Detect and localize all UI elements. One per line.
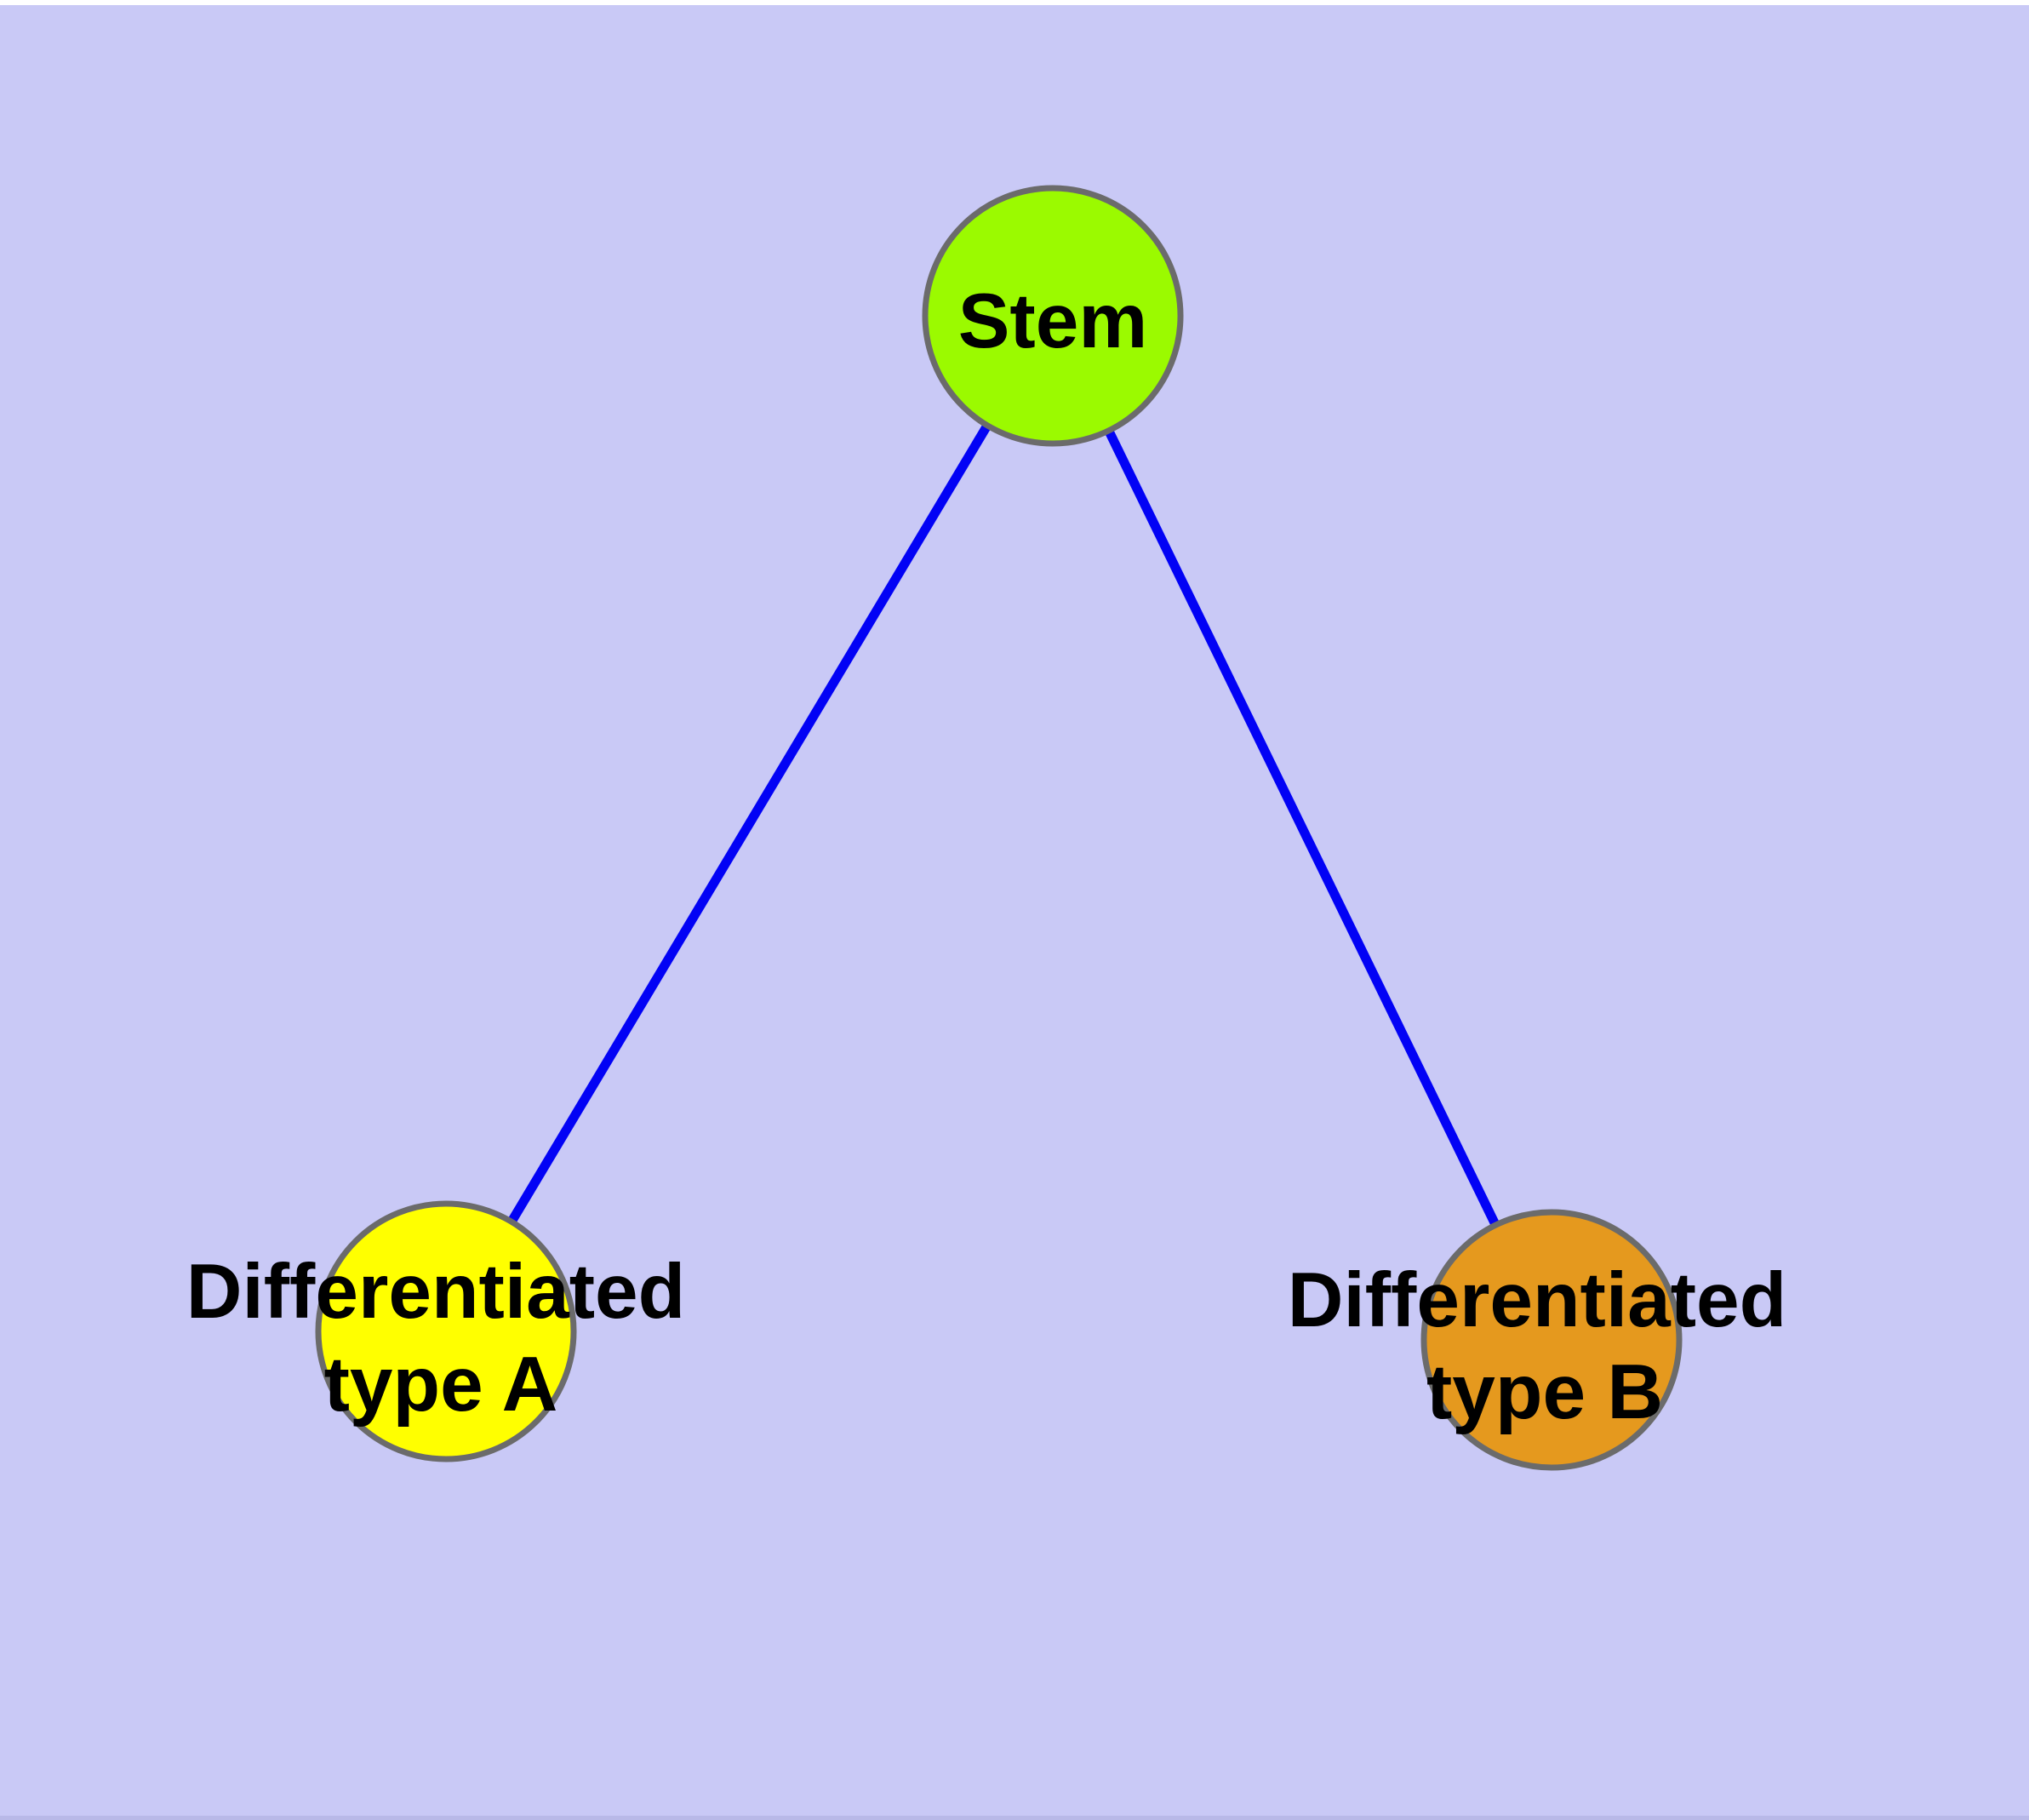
node-type-a-label-line-1: Differentiated bbox=[186, 1249, 686, 1335]
edge-stem-to-type-b bbox=[1049, 313, 1556, 1342]
node-differentiated-type-b bbox=[1420, 1209, 1683, 1471]
top-border-strip bbox=[0, 0, 2029, 5]
node-stem bbox=[922, 185, 1184, 447]
node-stem-label: Stem bbox=[958, 278, 1148, 364]
node-type-b-label-line-1: Differentiated bbox=[1288, 1257, 1787, 1343]
node-type-a-label-line-2: type A bbox=[324, 1342, 558, 1428]
node-differentiated-type-a bbox=[315, 1200, 577, 1462]
edge-stem-to-type-a bbox=[442, 313, 1057, 1334]
node-type-b-label-line-2: type B bbox=[1426, 1349, 1663, 1435]
bottom-border-strip bbox=[0, 1816, 2029, 1820]
